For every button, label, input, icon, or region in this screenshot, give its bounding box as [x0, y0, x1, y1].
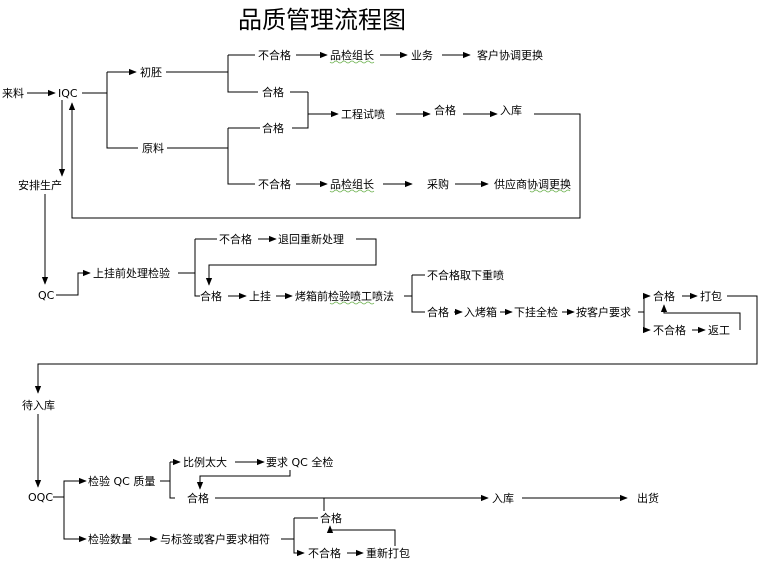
node-fail-blank: 不合格 — [258, 48, 291, 62]
node-qc-leader-2: 品检组长 — [330, 177, 374, 191]
node-blank: 初胚 — [140, 65, 162, 79]
node-pass-2: 合格 — [262, 121, 284, 135]
node-qc: QC — [38, 289, 55, 302]
node-iqc: IQC — [58, 87, 78, 100]
node-check-quantity: 检验数量 — [88, 532, 132, 546]
edge-pre-vertical — [194, 239, 200, 297]
edge-pass-join — [292, 92, 309, 129]
node-fail-pre: 不合格 — [219, 232, 252, 246]
node-fail-final: 不合格 — [653, 323, 686, 337]
spellcheck-underline — [329, 301, 375, 305]
node-pass-1: 合格 — [262, 85, 284, 99]
node-unhang-full-inspect: 下挂全检 — [514, 305, 558, 319]
edge-return-loop — [205, 238, 377, 286]
edge-match-vertical — [293, 518, 305, 557]
diagram-title: 品质管理流程图 — [238, 6, 406, 34]
node-await-warehouse: 待入库 — [22, 398, 55, 412]
node-into-oven: 入烤箱 — [464, 305, 497, 319]
node-match-label: 与标签或客户要求相符 — [160, 532, 270, 546]
node-pre-oven-spray: 烤箱前检验喷工喷法 — [295, 289, 394, 303]
node-sales: 业务 — [411, 49, 433, 62]
edge-blank-vertical — [227, 55, 258, 93]
node-repack: 重新打包 — [366, 546, 410, 560]
edge-customer-vertical — [642, 296, 651, 334]
node-fail-respray: 不合格取下重喷 — [427, 268, 504, 282]
node-purchasing: 采购 — [427, 177, 449, 191]
edge-repack-loop — [326, 525, 396, 546]
node-pre-hang-inspection: 上挂前处理检验 — [93, 266, 170, 280]
node-oqc: OQC — [28, 491, 53, 504]
node-fail-raw: 不合格 — [258, 177, 291, 191]
edge-pack-await — [34, 295, 758, 394]
node-pass-oqc: 合格 — [187, 491, 209, 505]
edge-raw-vertical — [227, 128, 255, 185]
node-return-reprocess: 退回重新处理 — [278, 232, 344, 246]
node-check-qc-quality: 检验 QC 质量 — [88, 474, 155, 488]
edge-spray-vertical — [411, 275, 425, 313]
node-pass-qty: 合格 — [320, 511, 342, 525]
node-incoming: 来料 — [2, 86, 24, 100]
node-rework: 返工 — [708, 324, 730, 337]
edge-require-loop — [196, 470, 291, 490]
edge-split-vertical — [106, 72, 138, 149]
node-per-customer: 按客户要求 — [576, 305, 631, 319]
edge-warehouse-loop-iqc — [68, 102, 581, 219]
node-pass-eng: 合格 — [434, 103, 456, 117]
node-require-qc-full: 要求 QC 全检 — [266, 455, 333, 469]
node-schedule-production: 安排生产 — [18, 178, 62, 192]
node-engineering-spray: 工程试喷 — [341, 108, 385, 121]
node-raw-material: 原料 — [142, 141, 164, 155]
spellcheck-underline — [529, 189, 571, 193]
node-pass-pre: 合格 — [200, 289, 222, 303]
node-ship: 出货 — [637, 491, 659, 505]
edge-qc-pre — [56, 269, 91, 296]
node-warehouse-in-2: 入库 — [492, 492, 514, 505]
node-warehouse-in-1: 入库 — [500, 104, 522, 117]
node-pass-spray: 合格 — [427, 305, 449, 319]
edge-quality-vertical — [169, 462, 175, 499]
edge-oqc-quantity — [63, 497, 87, 543]
node-pass-final: 合格 — [653, 289, 675, 303]
node-fail-qty: 不合格 — [308, 546, 341, 560]
node-supplier-replace: 供应商协调更换 — [494, 177, 571, 191]
edge-rework-loop — [660, 304, 741, 330]
node-hang: 上挂 — [249, 289, 271, 303]
spellcheck-underline — [329, 60, 375, 64]
node-customer-replace: 客户协调更换 — [477, 48, 543, 62]
edge-oqc-quality — [53, 477, 87, 498]
spellcheck-underline — [329, 189, 375, 193]
node-pack: 打包 — [700, 289, 722, 303]
node-ratio-too-high: 比例太大 — [183, 455, 227, 469]
node-qc-leader-1: 品检组长 — [330, 48, 374, 62]
